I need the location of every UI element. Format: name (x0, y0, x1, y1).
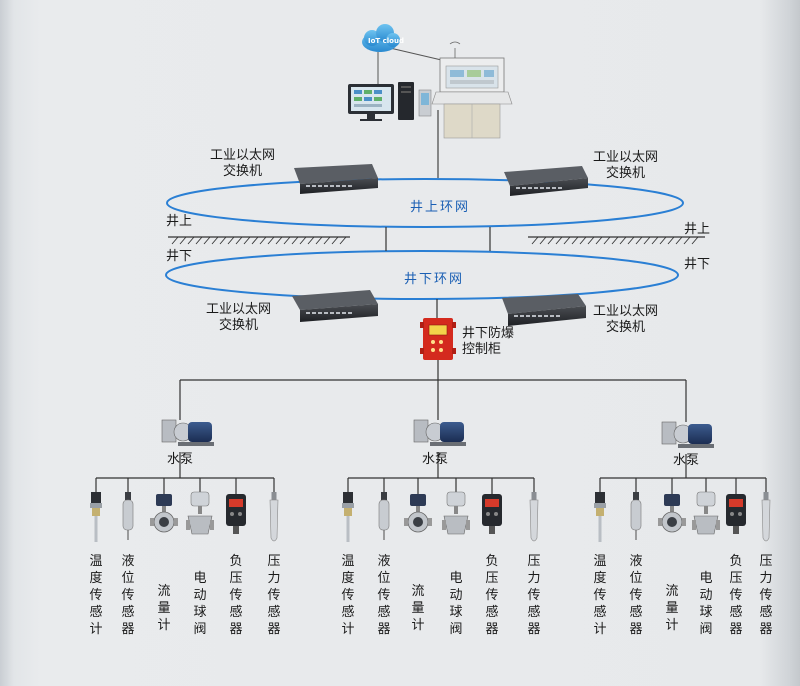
switch-label-line2: 交换机 (606, 320, 646, 335)
sensor-bus-lines-3 (599, 454, 767, 494)
sensor-bus-lines-2 (347, 452, 535, 494)
pressure-sensor-icon (269, 492, 279, 542)
switch-label-surface-left: 工业以太网 交换机 (210, 148, 275, 180)
sensor-label-flow: 流量计 (411, 584, 425, 633)
level-sensor-icon (378, 492, 390, 540)
computer-icon (348, 82, 432, 121)
sensor-group-1 (90, 452, 279, 542)
sensor-label-pressure-neg: 负压传感器 (485, 554, 499, 637)
surface-ring-label: 井上环网 (410, 200, 471, 215)
switch-label-line2: 交换机 (606, 166, 646, 181)
sensor-label-pressure-neg: 负压传感器 (729, 554, 743, 637)
water-pump-icon-3 (661, 421, 714, 448)
valve-sensor-icon (186, 491, 214, 535)
level-sensor-icon (122, 492, 134, 540)
zone-label-above-right: 井上 (684, 222, 711, 237)
water-pump-icon-1 (161, 419, 214, 446)
underground-ring-label: 井下环网 (404, 272, 465, 287)
cabinet-to-pumps-lines (179, 360, 687, 422)
sensor-group-2 (342, 452, 539, 542)
cabinet-label-line1: 井下防爆 (462, 326, 515, 341)
switch-label-line2: 交换机 (219, 318, 259, 333)
switch-icon-underground-left (292, 290, 378, 322)
pressure-sensor-icon (529, 492, 539, 542)
zone-label-above-left: 井上 (166, 214, 193, 229)
sensor-group-3 (594, 454, 771, 542)
temp-sensor-icon (594, 492, 606, 542)
sensor-label-valve: 电动球阀 (449, 571, 463, 637)
valve-sensor-icon (692, 491, 720, 535)
pressure-neg-sensor-icon (482, 494, 502, 534)
valve-sensor-icon (442, 491, 470, 535)
switch-label-line1: 工业以太网 (593, 304, 659, 319)
switch-icon-underground-right (502, 294, 586, 326)
pressure-neg-sensor-icon (726, 494, 746, 534)
temp-sensor-icon (90, 492, 102, 542)
switch-icon-surface-right (504, 166, 588, 196)
switch-label-line2: 交换机 (223, 164, 263, 179)
flow-sensor-icon (404, 494, 432, 533)
sensor-label-pressure: 压力传感器 (267, 554, 281, 637)
sensor-label-temp: 温度传感计 (89, 554, 103, 637)
pump-label-3: 水泵 (673, 453, 700, 468)
flow-sensor-icon (150, 494, 178, 533)
sensor-label-flow: 流量计 (665, 584, 679, 633)
iot-cloud-icon (362, 24, 400, 52)
zone-label-below-left: 井下 (166, 249, 193, 264)
sensor-bus-lines-1 (95, 452, 275, 494)
ground-line-left (168, 236, 350, 245)
cabinet-label: 井下防爆 控制柜 (462, 326, 514, 358)
switch-label-surface-right: 工业以太网 交换机 (593, 150, 658, 182)
pressure-sensor-icon (761, 492, 771, 542)
cabinet-label-line2: 控制柜 (462, 342, 502, 357)
temp-sensor-icon (342, 492, 354, 542)
sensor-label-pressure: 压力传感器 (759, 554, 773, 637)
sensor-label-pressure-neg: 负压传感器 (229, 554, 243, 637)
water-pump-icon-2 (413, 419, 466, 446)
sensor-label-valve: 电动球阀 (699, 571, 713, 637)
zone-label-below-right: 井下 (684, 257, 711, 272)
switch-label-line1: 工业以太网 (210, 148, 276, 163)
ground-line-right (528, 236, 705, 245)
switch-label-line1: 工业以太网 (206, 302, 272, 317)
sensor-label-temp: 温度传感计 (593, 554, 607, 637)
level-sensor-icon (630, 492, 642, 540)
sensor-label-temp: 温度传感计 (341, 554, 355, 637)
switch-icon-surface-left (294, 164, 378, 194)
explosion-proof-cabinet-icon (420, 318, 456, 360)
pump-label-1: 水泵 (167, 452, 194, 467)
sensor-label-flow: 流量计 (157, 584, 171, 633)
sensor-label-pressure: 压力传感器 (527, 554, 541, 637)
flow-sensor-icon (658, 494, 686, 533)
cloud-label: IoT cloud (368, 37, 404, 45)
sensor-label-level: 液位传感器 (629, 554, 643, 637)
switch-label-underground-left: 工业以太网 交换机 (206, 302, 271, 334)
surface-ring-network (166, 178, 684, 228)
pump-label-2: 水泵 (422, 452, 449, 467)
sensor-label-level: 液位传感器 (377, 554, 391, 637)
control-console-icon (431, 41, 513, 139)
switch-label-line1: 工业以太网 (593, 150, 659, 165)
pressure-neg-sensor-icon (226, 494, 246, 534)
sensor-label-valve: 电动球阀 (193, 571, 207, 637)
switch-label-underground-right: 工业以太网 交换机 (593, 304, 658, 336)
sensor-label-level: 液位传感器 (121, 554, 135, 637)
underground-ring-network (165, 250, 679, 300)
